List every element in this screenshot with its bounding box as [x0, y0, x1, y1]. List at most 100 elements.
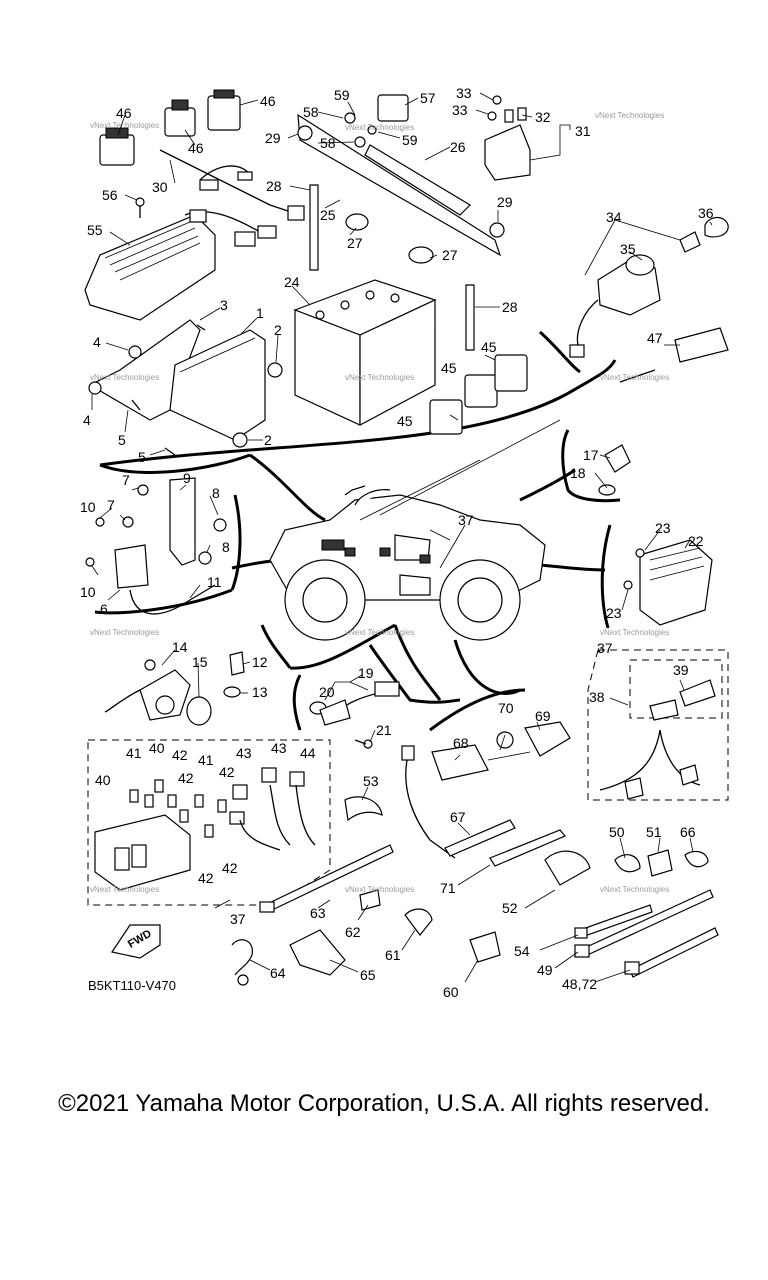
ignition-coil-group — [85, 477, 227, 615]
callout-28: 28 — [502, 299, 518, 315]
callout-35: 35 — [620, 241, 636, 257]
fwd-direction-arrow: FWD — [111, 924, 161, 959]
parts-diagram: FWD B5KT110-V470 vNext Technologies vNex… — [80, 85, 729, 1000]
callout-4: 4 — [83, 412, 91, 428]
callout-51: 51 — [646, 824, 662, 840]
sensor-group — [598, 444, 631, 496]
callout-31: 31 — [575, 123, 591, 139]
callout-6: 6 — [100, 601, 108, 617]
callout-7: 7 — [107, 497, 115, 513]
callout-27: 27 — [347, 235, 363, 251]
callout-50: 50 — [609, 824, 625, 840]
callout-45: 45 — [481, 339, 497, 355]
callout-41: 41 — [126, 745, 142, 761]
callout-13: 13 — [252, 684, 268, 700]
callout-62: 62 — [345, 924, 361, 940]
callout-23: 23 — [655, 520, 671, 536]
callout-19: 19 — [358, 665, 374, 681]
callout-29: 29 — [497, 194, 513, 210]
callout-4: 4 — [93, 334, 101, 350]
callout-37: 37 — [230, 911, 246, 927]
callout-45: 45 — [441, 360, 457, 376]
sub-harness-group — [587, 649, 729, 801]
group-separators — [94, 330, 621, 732]
callout-66: 66 — [680, 824, 696, 840]
watermark: vNext Technologies — [90, 373, 159, 382]
callout-17: 17 — [583, 447, 599, 463]
watermark: vNext Technologies — [595, 111, 664, 120]
watermark: vNext Technologies — [600, 628, 669, 637]
callout-41: 41 — [198, 752, 214, 768]
callout-58: 58 — [320, 135, 336, 151]
watermark: vNext Technologies — [345, 885, 414, 894]
callout-38: 38 — [589, 689, 605, 705]
callout-39: 39 — [673, 662, 689, 678]
callout-7: 7 — [122, 472, 130, 488]
watermark: vNext Technologies — [90, 885, 159, 894]
callout-69: 69 — [535, 708, 551, 724]
callout-27: 27 — [442, 247, 458, 263]
callout-56: 56 — [102, 187, 118, 203]
callout-22: 22 — [688, 533, 704, 549]
watermark: vNext Technologies — [345, 123, 414, 132]
callout-40: 40 — [149, 740, 165, 756]
callout-53: 53 — [363, 773, 379, 789]
callout-46: 46 — [188, 140, 204, 156]
callout-42: 42 — [172, 747, 188, 763]
callout-18: 18 — [570, 465, 586, 481]
callout-43: 43 — [236, 745, 252, 761]
watermark: vNext Technologies — [600, 373, 669, 382]
callout-49: 49 — [537, 962, 553, 978]
starter-relay-group — [484, 95, 531, 181]
callout-37: 37 — [458, 512, 474, 528]
callout-29: 29 — [265, 130, 281, 146]
watermark: vNext Technologies — [600, 885, 669, 894]
callout-37: 37 — [597, 640, 613, 656]
callout-1: 1 — [256, 305, 264, 321]
watermarks: vNext Technologies vNext Technologies vN… — [90, 111, 669, 894]
callout-15: 15 — [192, 654, 208, 670]
callout-46: 46 — [116, 105, 132, 121]
clamps-and-ties — [231, 796, 719, 986]
callout-33: 33 — [456, 85, 472, 101]
callout-34: 34 — [606, 209, 622, 225]
callout-42: 42 — [222, 860, 238, 876]
callout-26: 26 — [450, 139, 466, 155]
watermark: vNext Technologies — [90, 121, 159, 130]
callout-42: 42 — [178, 770, 194, 786]
callout-59: 59 — [334, 87, 350, 103]
callout-45: 45 — [397, 413, 413, 429]
callout-23: 23 — [606, 605, 622, 621]
diagram-code: B5KT110-V470 — [88, 978, 176, 993]
fuse-box-group — [87, 739, 331, 906]
callout-42: 42 — [219, 764, 235, 780]
callout-36: 36 — [698, 205, 714, 221]
horn-group — [401, 721, 571, 867]
callout-68: 68 — [453, 735, 469, 751]
callout-64: 64 — [270, 965, 286, 981]
pickup-sensor-group — [104, 651, 245, 726]
callout-20: 20 — [319, 684, 335, 700]
callout-14: 14 — [172, 639, 188, 655]
callout-5: 5 — [118, 432, 126, 448]
callout-10: 10 — [80, 499, 96, 515]
callout-11: 11 — [207, 574, 222, 590]
callout-2: 2 — [264, 432, 272, 448]
callout-40: 40 — [95, 772, 111, 788]
callout-28: 28 — [266, 178, 282, 194]
callout-32: 32 — [535, 109, 551, 125]
atv-vehicle-illustration — [269, 419, 561, 641]
callout-61: 61 — [385, 947, 401, 963]
callout-47: 47 — [647, 330, 663, 346]
callout-8: 8 — [212, 485, 220, 501]
callout-65: 65 — [360, 967, 376, 983]
callout-52: 52 — [502, 900, 518, 916]
callout-58: 58 — [303, 104, 319, 120]
rectifier-group — [623, 539, 713, 626]
callout-42: 42 — [198, 870, 214, 886]
callout-labels: 1 2 2 3 4 4 5 5 6 7 7 8 8 9 10 10 11 12 … — [80, 85, 714, 1000]
callout-55: 55 — [87, 222, 103, 238]
copyright-notice: ©2021 Yamaha Motor Corporation, U.S.A. A… — [58, 1090, 710, 1117]
callout-12: 12 — [252, 654, 268, 670]
callout-3: 3 — [220, 297, 228, 313]
